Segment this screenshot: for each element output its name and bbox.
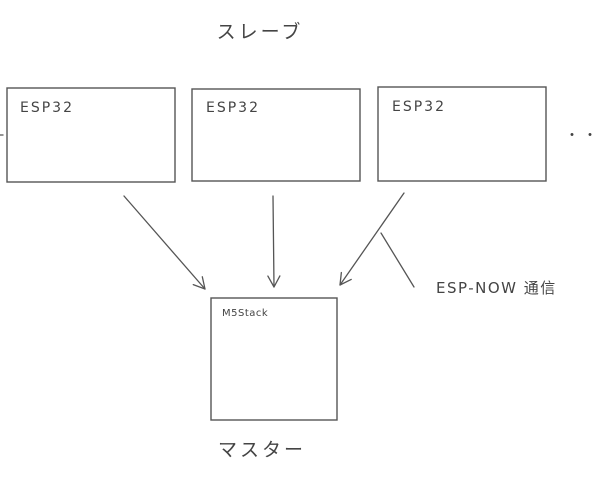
slave-node-2-label: ESP32 <box>206 100 260 116</box>
arrow-slave-3-to-master <box>339 192 405 286</box>
slave-node-2-box <box>191 88 361 182</box>
master-title: マスター <box>218 439 306 461</box>
connection-label: ESP-NOW 通信 <box>436 279 557 297</box>
connection-leader-line <box>380 232 415 288</box>
master-node-box <box>210 297 338 421</box>
slave-node-1-box <box>6 87 176 183</box>
slave-node-3-box <box>377 86 547 182</box>
slaves-title: スレーブ <box>217 20 304 43</box>
arrow-slave-2-to-master <box>267 195 281 288</box>
slave-node-1: ESP32 <box>6 87 176 183</box>
master-node: M5Stack <box>210 297 338 421</box>
slave-node-3: ESP32 <box>377 86 547 182</box>
slave-node-1-label: ESP32 <box>20 100 74 116</box>
arrow-slave-1-to-master <box>123 195 206 290</box>
more-slaves-ellipsis: ・・・ <box>565 128 600 144</box>
master-device-label: M5Stack <box>222 308 268 319</box>
slave-node-3-label: ESP32 <box>392 99 446 115</box>
slave-node-2: ESP32 <box>191 88 361 182</box>
